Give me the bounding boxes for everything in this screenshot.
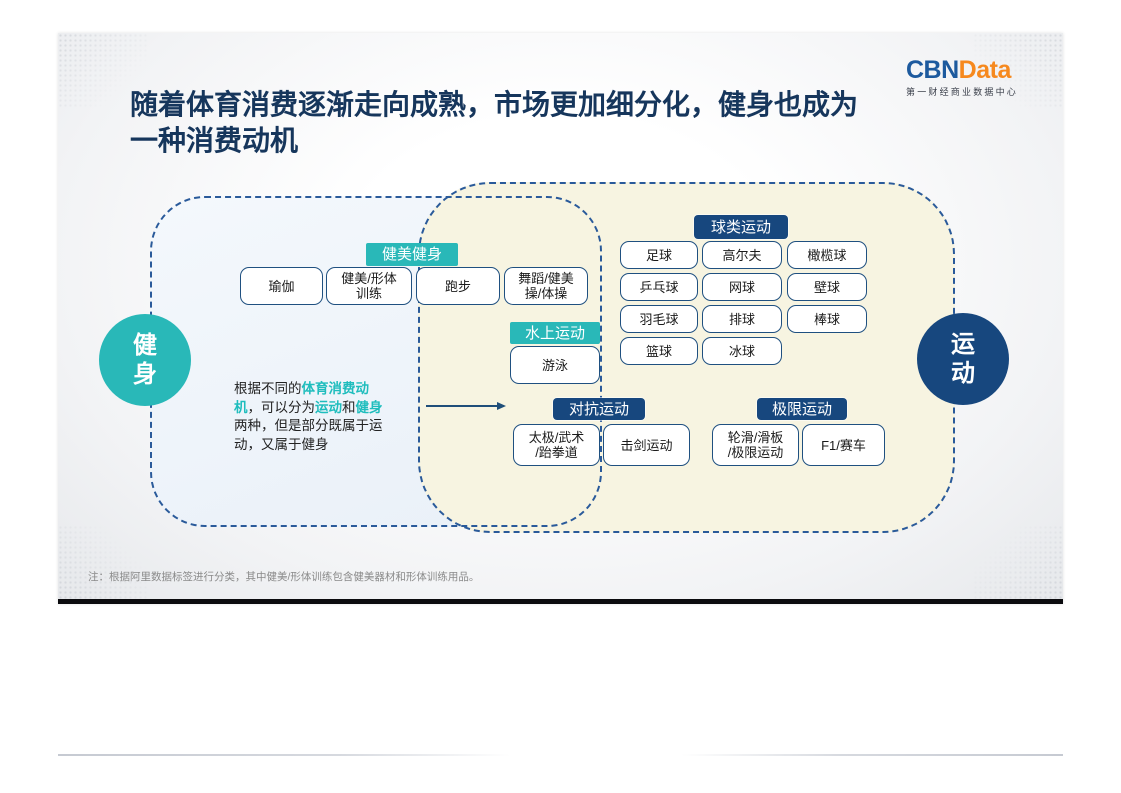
- category-box-skating-extreme: 轮滑/滑板 /极限运动: [712, 424, 799, 466]
- category-box-basketball: 篮球: [620, 337, 698, 365]
- category-box-yoga: 瑜伽: [240, 267, 323, 305]
- next-page-edge: [58, 754, 1063, 756]
- slide-bottom-bar: [58, 599, 1063, 604]
- slide-title-line1: 随着体育消费逐渐走向成熟，市场更加细分化，健身也成为: [130, 89, 859, 120]
- category-box-bodybuilding-training: 健美/形体训练: [326, 267, 412, 305]
- category-box-taichi-martial-arts: 太极/武术 /跆拳道: [513, 424, 600, 466]
- slide-title-line2: 一种消费动机: [130, 125, 299, 156]
- fitness-circle: 健身: [99, 314, 191, 406]
- category-box-dance-gymnastics: 舞蹈/健美操/体操: [504, 267, 588, 305]
- fitness-circle-label: 健身: [133, 332, 157, 388]
- badge-combat-sports: 对抗运动: [553, 398, 645, 420]
- category-box-f1-racing: F1/赛车: [802, 424, 885, 466]
- category-box-badminton: 羽毛球: [620, 305, 698, 333]
- badge-extreme-sports: 极限运动: [757, 398, 847, 420]
- arrow-right-icon: [426, 402, 506, 410]
- category-box-golf: 高尔夫: [702, 241, 782, 269]
- sports-circle: 运动: [917, 313, 1009, 405]
- corner-dots-texture: [58, 525, 148, 599]
- logo-data-text: Data: [958, 56, 1012, 84]
- badge-fitness-bodybuilding: 健美健身: [366, 243, 458, 266]
- annotation-text: 根据不同的体育消费动机，可以分为运动和健身两种，但是部分既属于运动，又属于健身: [234, 381, 383, 452]
- category-box-squash: 壁球: [787, 273, 867, 301]
- slide: 随着体育消费逐渐走向成熟，市场更加细分化，健身也成为一种消费动机 CBNData…: [58, 33, 1063, 604]
- slide-title: 随着体育消费逐渐走向成熟，市场更加细分化，健身也成为一种消费动机: [130, 87, 890, 159]
- logo-cbn-text: CBN: [906, 56, 959, 84]
- category-box-baseball: 棒球: [787, 305, 867, 333]
- category-box-swimming: 游泳: [510, 346, 600, 384]
- category-box-rugby: 橄榄球: [787, 241, 867, 269]
- footnote: 注：根据阿里数据标签进行分类，其中健美/形体训练包含健美器材和形体训练用品。: [88, 571, 480, 583]
- cbndata-logo-wordmark: CBNData: [906, 57, 1096, 83]
- category-box-table-tennis: 乒乓球: [620, 273, 698, 301]
- cbndata-logo: CBNData 第一财经商业数据中心: [906, 57, 1096, 98]
- badge-water-sports: 水上运动: [510, 322, 600, 344]
- category-box-ice-hockey: 冰球: [702, 337, 782, 365]
- category-box-tennis: 网球: [702, 273, 782, 301]
- logo-subtitle: 第一财经商业数据中心: [906, 87, 1019, 97]
- category-box-football: 足球: [620, 241, 698, 269]
- category-box-volleyball: 排球: [702, 305, 782, 333]
- sports-circle-label: 运动: [951, 331, 975, 387]
- badge-ball-sports: 球类运动: [694, 215, 788, 239]
- category-box-running: 跑步: [416, 267, 500, 305]
- corner-dots-texture: [973, 525, 1063, 599]
- category-box-fencing: 击剑运动: [603, 424, 690, 466]
